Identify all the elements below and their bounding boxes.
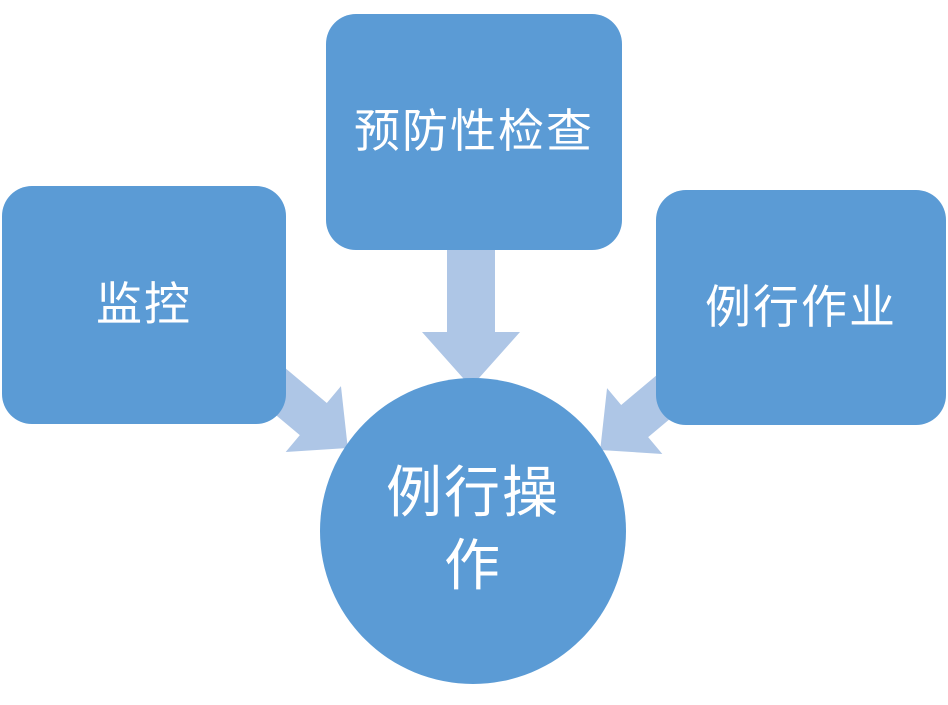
- node-monitoring: 监控: [2, 186, 286, 424]
- node-routine-work: 例行作业: [656, 190, 946, 425]
- arrow-top-to-center: [422, 250, 520, 387]
- node-monitoring-label: 监控: [96, 279, 192, 331]
- node-preventive-inspection-label: 预防性检查: [354, 106, 594, 158]
- node-routine-operations: 例行操作: [320, 378, 626, 684]
- node-routine-work-label: 例行作业: [705, 281, 897, 333]
- node-routine-operations-label: 例行操作: [386, 463, 560, 598]
- node-preventive-inspection: 预防性检查: [326, 14, 622, 250]
